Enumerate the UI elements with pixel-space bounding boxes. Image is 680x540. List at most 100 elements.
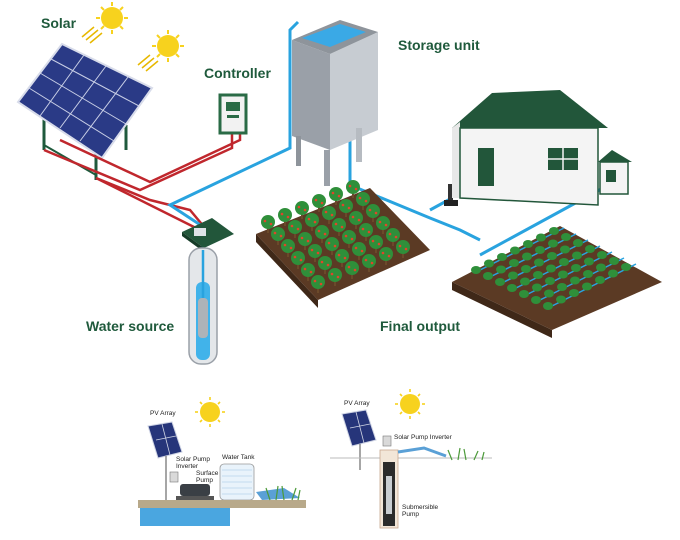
tree-icon <box>369 235 383 253</box>
sun-icon <box>81 2 128 44</box>
controller-box <box>218 93 248 135</box>
tree-icon <box>322 206 336 224</box>
house <box>452 90 632 206</box>
inset-right-pv-array: PV Array <box>344 400 370 407</box>
plant-icon <box>608 269 618 278</box>
tree-icon <box>308 244 322 262</box>
plant-icon <box>533 271 543 279</box>
tree-icon <box>298 232 312 250</box>
tree-icon <box>366 204 380 222</box>
plant-icon <box>583 270 593 278</box>
inset-left-inverter: Solar Pump Inverter <box>176 456 210 470</box>
plant-icon <box>585 245 595 253</box>
plant-icon <box>507 284 517 292</box>
solar-panel <box>16 42 154 180</box>
label-storage-unit: Storage unit <box>398 37 480 53</box>
tree-icon <box>315 225 329 243</box>
tree-icon <box>396 240 410 258</box>
water-well <box>182 218 234 365</box>
tree-icon <box>332 218 346 236</box>
plant-icon <box>559 258 569 266</box>
plant-icon <box>556 295 566 304</box>
plant-icon <box>544 289 554 298</box>
vegetable-field <box>452 226 662 338</box>
inset-right-inverter: Solar Pump Inverter <box>394 434 452 441</box>
tree-icon <box>281 239 295 257</box>
plant-icon <box>609 257 619 265</box>
submersible-pump-system <box>326 389 498 530</box>
tree-icon <box>345 261 359 279</box>
surface-pump-system <box>138 390 306 530</box>
tree-icon <box>379 247 393 265</box>
plant-icon <box>497 253 507 261</box>
tree-icon <box>295 201 309 219</box>
plant-icon <box>595 276 605 284</box>
tree-icon <box>349 211 363 229</box>
tree-icon <box>301 263 315 281</box>
inset-left-water-tank: Water Tank <box>222 454 255 461</box>
plant-icon <box>523 240 533 248</box>
label-solar: Solar <box>41 15 77 31</box>
tree-icon <box>311 275 325 293</box>
tree-icon <box>325 237 339 255</box>
sun-icon <box>137 30 184 72</box>
plant-icon <box>522 252 532 261</box>
plant-icon <box>496 265 506 274</box>
plant-icon <box>584 257 594 266</box>
plant-icon <box>561 233 571 241</box>
tree-icon <box>386 228 400 246</box>
tree-icon <box>318 256 332 274</box>
plant-icon <box>573 239 583 247</box>
plant-icon <box>548 239 558 248</box>
tree-icon <box>305 213 319 231</box>
tree-icon <box>359 223 373 241</box>
plant-icon <box>549 227 559 235</box>
plant-icon <box>547 252 557 260</box>
plant-icon <box>510 246 520 255</box>
tree-icon <box>278 208 292 226</box>
orchard-field <box>256 180 430 308</box>
plant-icon <box>508 271 518 280</box>
plant-icon <box>597 251 607 259</box>
tree-icon <box>291 251 305 269</box>
plant-icon <box>546 264 556 273</box>
plant-icon <box>471 266 481 274</box>
plant-icon <box>570 276 580 285</box>
plant-icon <box>535 246 545 254</box>
plant-icon <box>543 302 553 310</box>
label-controller: Controller <box>204 65 271 81</box>
plant-icon <box>557 283 567 291</box>
tree-icon <box>329 187 343 205</box>
tree-icon <box>376 216 390 234</box>
plant-icon <box>560 245 570 254</box>
tree-icon <box>312 194 326 212</box>
inset-left-pv-array: PV Array <box>150 410 176 417</box>
plant-icon <box>521 265 531 273</box>
plant-icon <box>582 282 592 291</box>
plant-icon <box>532 283 542 292</box>
power-wires <box>43 128 242 232</box>
plant-icon <box>519 290 529 298</box>
storage-tank <box>292 20 378 186</box>
plant-icon <box>495 278 505 286</box>
plant-icon <box>484 259 494 268</box>
plant-icon <box>569 289 579 297</box>
plant-icon <box>520 277 530 286</box>
inset-right-submersible-pump: Submersible Pump <box>402 504 439 518</box>
inset-left-surface-pump: Surface Pump <box>196 470 219 484</box>
plant-icon <box>596 263 606 272</box>
plant-icon <box>545 277 555 285</box>
plant-icon <box>572 251 582 260</box>
plant-icon <box>558 270 568 279</box>
label-water-source: Water source <box>86 318 175 334</box>
tree-icon <box>346 180 360 198</box>
plant-icon <box>483 272 493 280</box>
tree-icon <box>356 192 370 210</box>
plant-icon <box>571 264 581 272</box>
tree-icon <box>342 230 356 248</box>
tree-icon <box>288 220 302 238</box>
plant-icon <box>534 258 544 267</box>
label-final-output: Final output <box>380 318 461 334</box>
plant-icon <box>536 233 546 242</box>
